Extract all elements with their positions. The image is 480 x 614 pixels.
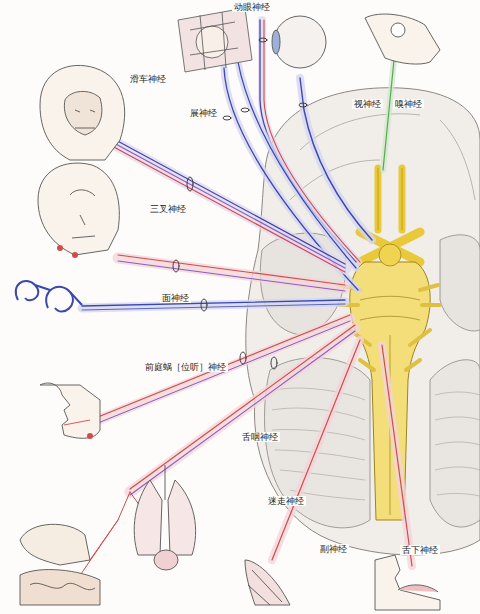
nerve-label: 舌下神经 [400,545,440,555]
nerve-label: 副神经 [318,544,349,554]
nerve-label: 滑车神经 [128,74,168,84]
nerve-label: 三叉神经 [148,204,188,214]
nerve-label: 动眼神经 [232,2,272,12]
nerve-label: 迷走神经 [266,496,306,506]
nerve-label: 前庭蜗［位听］神经 [143,362,228,372]
nerve-label: 舌咽神经 [240,432,280,442]
nerve-label: 面神经 [160,293,191,303]
nerve-label: 嗅神经 [393,99,424,109]
nerve-label: 展神经 [188,108,219,118]
nerve-label: 视神经 [352,99,383,109]
